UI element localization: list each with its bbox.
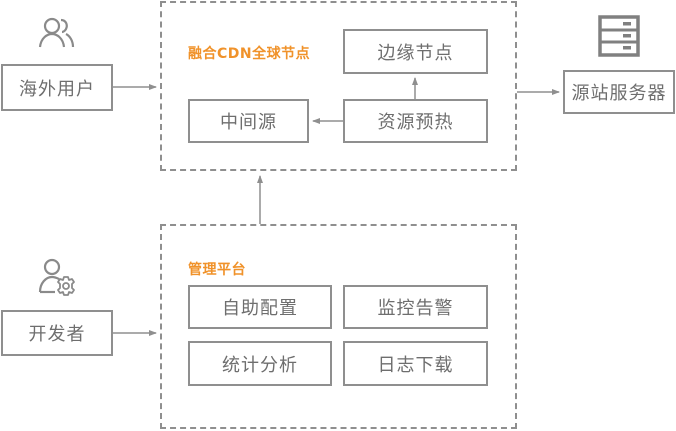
feature-label: 自助配置 bbox=[222, 298, 298, 319]
console-group bbox=[160, 224, 517, 429]
edge-node-box: 边缘节点 bbox=[343, 29, 488, 74]
users-icon bbox=[38, 17, 75, 48]
feature-label: 统计分析 bbox=[222, 354, 298, 376]
user-gear-icon bbox=[38, 258, 75, 296]
cdn-group-title: 融合CDN全球节点 bbox=[188, 46, 311, 62]
console-group-title: 管理平台 bbox=[188, 262, 246, 278]
feature-statistics: 统计分析 bbox=[188, 341, 332, 386]
feature-monitoring-alerts: 监控告警 bbox=[343, 285, 488, 329]
middle-source-box: 中间源 bbox=[188, 99, 309, 143]
origin-server-label: 源站服务器 bbox=[571, 83, 667, 104]
feature-self-config: 自助配置 bbox=[188, 285, 332, 329]
overseas-users-label: 海外用户 bbox=[19, 78, 95, 100]
feature-label: 监控告警 bbox=[377, 298, 454, 319]
developer-label: 开发者 bbox=[28, 324, 86, 345]
edge-node-label: 边缘节点 bbox=[377, 42, 454, 64]
prefetch-box: 资源预热 bbox=[343, 99, 488, 143]
overseas-users-box: 海外用户 bbox=[1, 64, 113, 111]
server-icon bbox=[598, 15, 640, 57]
developer-box: 开发者 bbox=[1, 310, 113, 356]
feature-label: 日志下载 bbox=[377, 354, 454, 376]
feature-log-download: 日志下载 bbox=[343, 341, 488, 386]
middle-source-label: 中间源 bbox=[220, 112, 277, 133]
origin-server-box: 源站服务器 bbox=[563, 70, 675, 114]
cdn-group bbox=[160, 1, 517, 171]
prefetch-label: 资源预热 bbox=[377, 112, 454, 133]
